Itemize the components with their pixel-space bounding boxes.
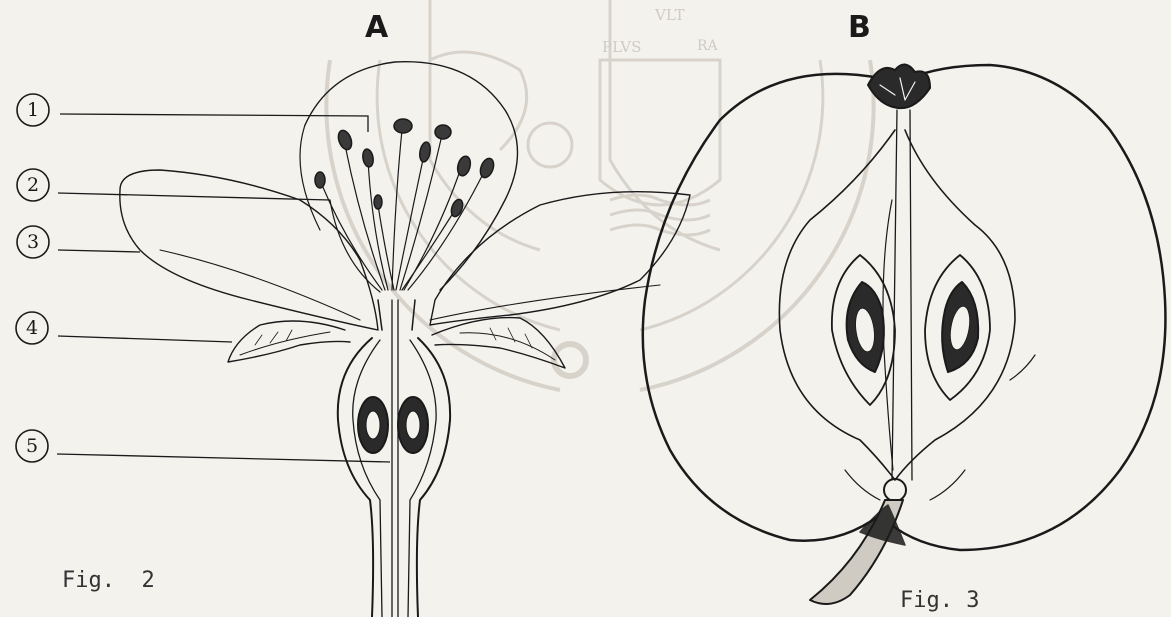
ribbon-ra: RA [697,38,719,54]
callout-2: 2 [18,170,48,200]
callout-4: 4 [17,313,47,343]
seeds [847,282,979,372]
panel-label-a: A [365,10,388,45]
calyx [868,64,930,108]
callout-5: 5 [17,431,47,461]
flower-section [120,62,690,617]
panel-label-b: B [848,10,871,45]
ovules [358,397,428,453]
callout-3: 3 [18,227,48,257]
ribbon-plvs: PLVS [602,38,641,56]
central-axis [392,300,398,617]
caption-fig-3: Fig. 3 [900,588,979,613]
caption-fig-2: Fig. 2 [62,568,155,593]
callout-leaders [57,114,390,462]
seal-watermark-text: VLT PLVS RA [602,6,719,56]
core-outline [779,130,1015,480]
seal-watermark [326,0,873,390]
callout-1: 1 [18,95,48,125]
ribbon-vlt: VLT [654,6,685,24]
left-sepal [228,321,350,362]
stem-knob [884,479,906,501]
callout-circles [16,94,49,462]
